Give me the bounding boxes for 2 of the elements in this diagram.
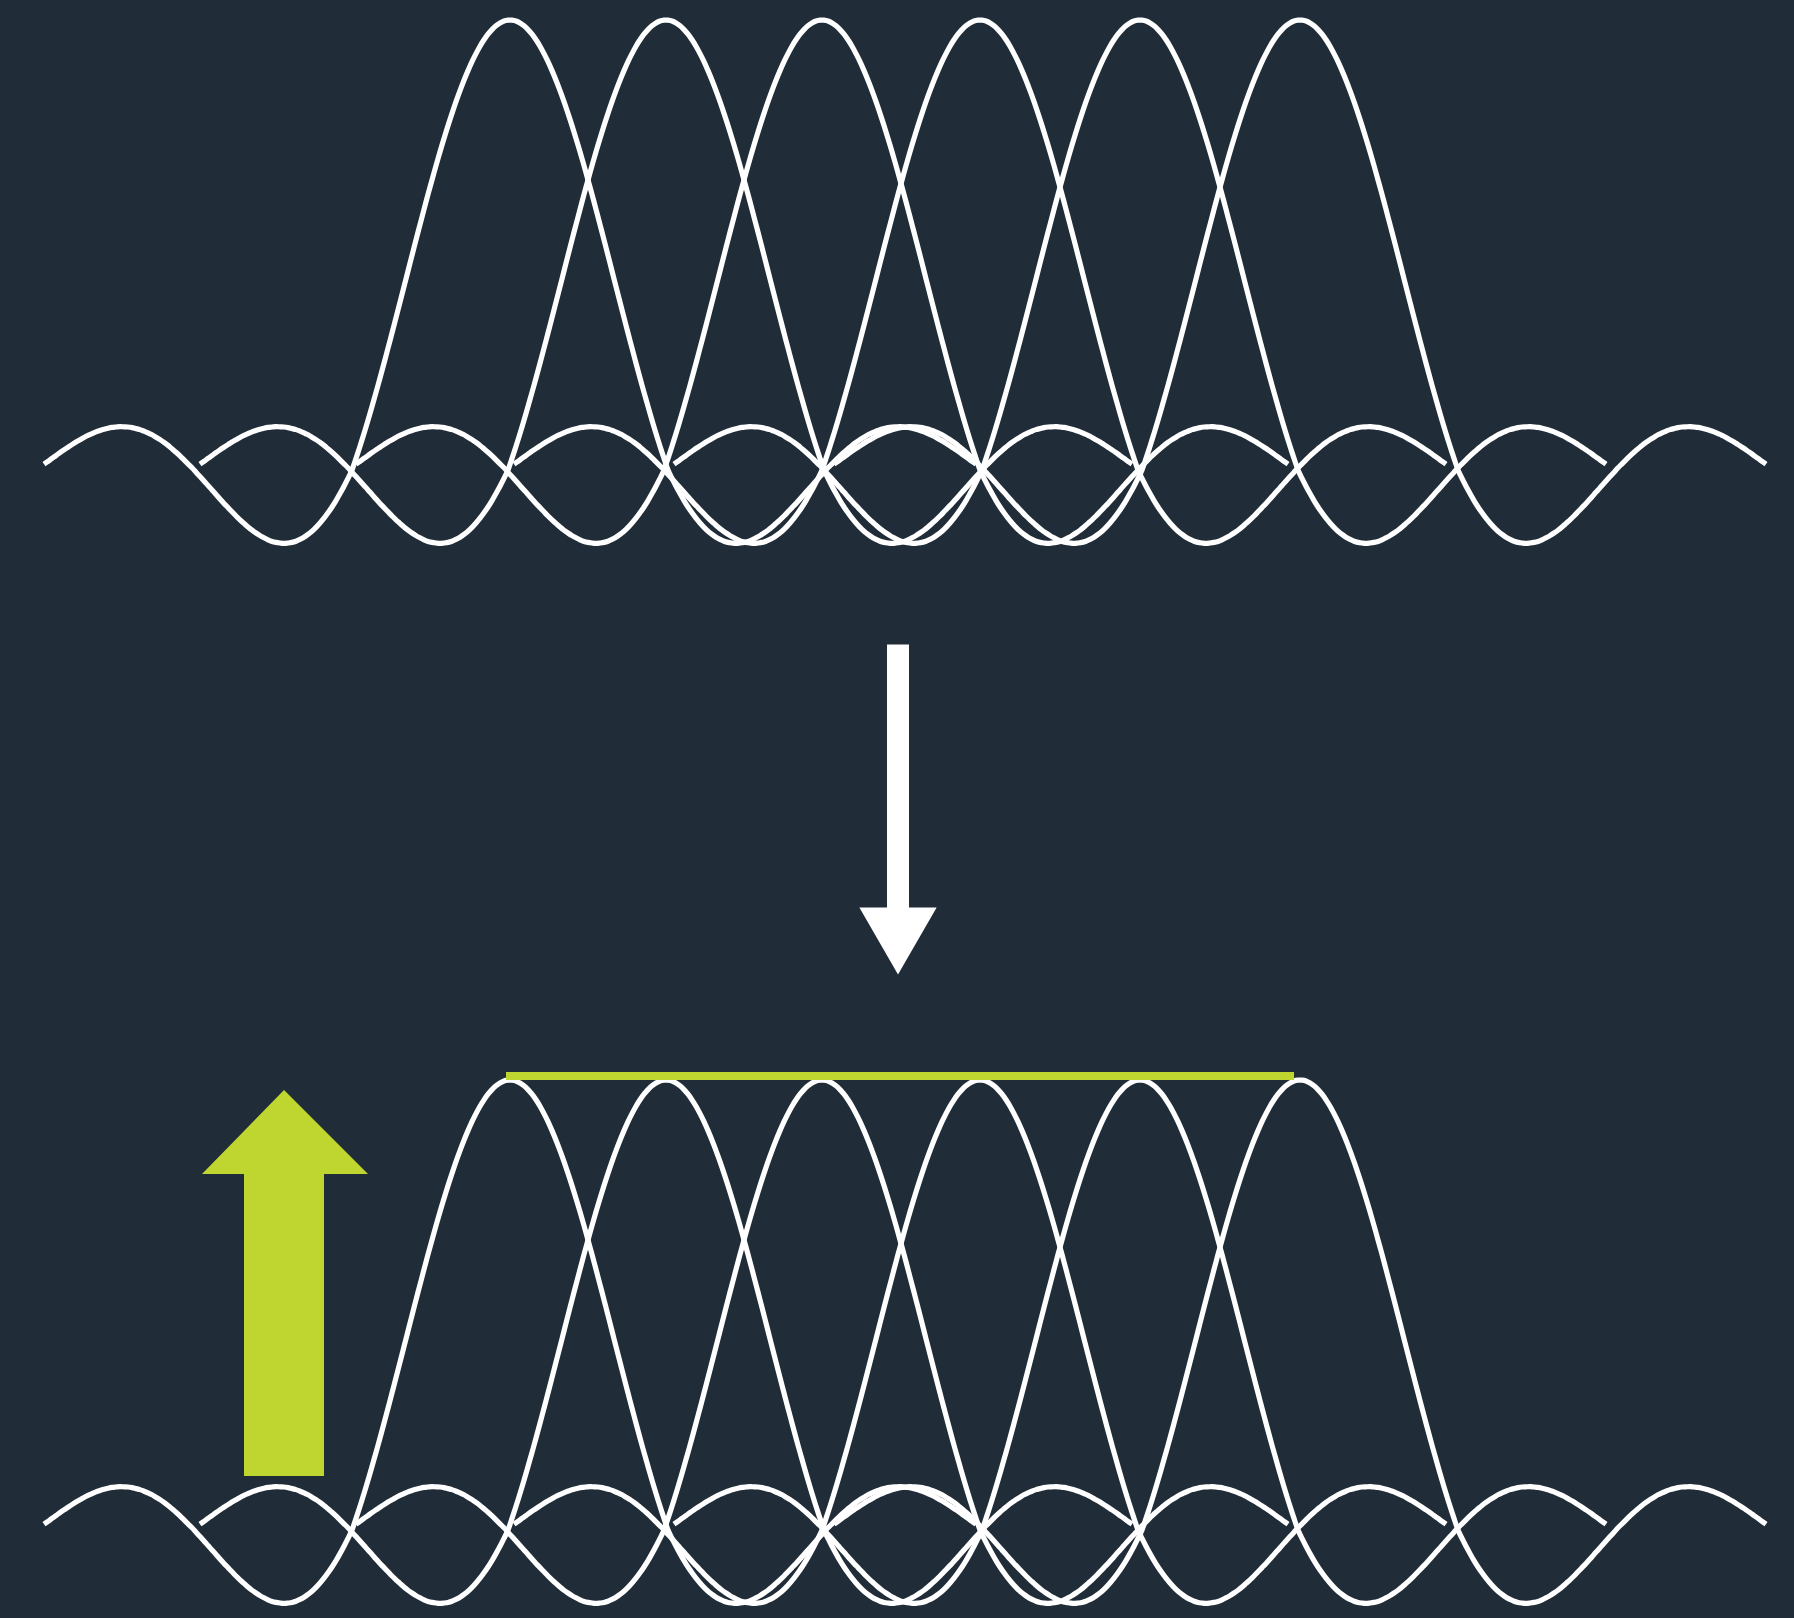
waveform-drawing [42, 17, 1768, 546]
waveform-drawing [42, 1077, 1768, 1606]
